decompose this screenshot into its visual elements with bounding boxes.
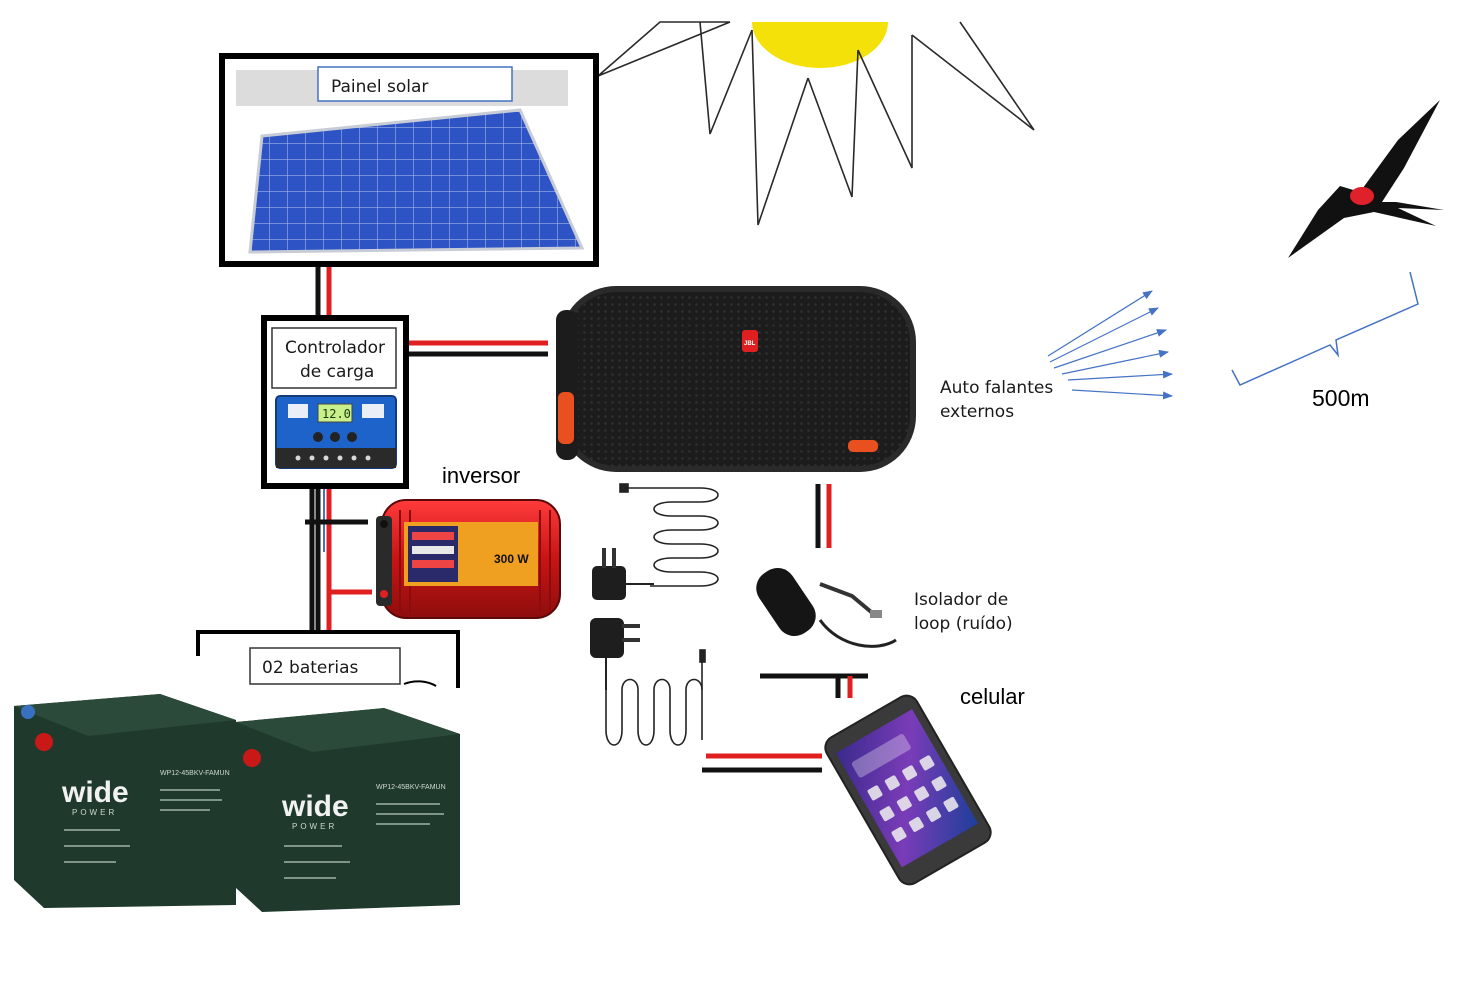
- solar-panel-label-box: [317, 66, 513, 102]
- power-adapter-1: [592, 548, 654, 600]
- loop-isolator: Isolador de loop (ruído): [756, 567, 1013, 648]
- charge-controller-display: 12.0: [322, 407, 351, 421]
- inverter-label: inversor: [442, 463, 520, 488]
- battery-1-brand: wide: [61, 776, 129, 809]
- speaker-brand: JBL: [744, 341, 756, 347]
- battery-2-brand: wide: [281, 790, 349, 823]
- cellphone-label: celular: [960, 684, 1025, 709]
- speakers-label: Auto falantes externos: [940, 378, 1053, 422]
- power-adapter-2: [590, 618, 640, 690]
- aux-cable: [619, 483, 719, 587]
- batteries: 02 baterias wide POWER WP12-45BKV-FAMUN …: [14, 630, 460, 912]
- batteries-label: 02 baterias: [262, 658, 358, 678]
- distance-brace: [1231, 271, 1419, 386]
- battery-1: wide POWER WP12-45BKV-FAMUN: [14, 694, 236, 908]
- charge-controller: Controlador de carga 12.0: [261, 315, 409, 489]
- inverter-device: 300 W: [376, 499, 561, 619]
- sun-rays: [597, 21, 1035, 226]
- inverter-rating: 300 W: [494, 552, 529, 566]
- speakers-label-line2: externos: [940, 402, 1014, 422]
- distance-indicator: 500m: [1231, 271, 1419, 411]
- sun-disc: [752, 22, 888, 68]
- inverter: inversor 300 W: [376, 463, 561, 619]
- charge-controller-label-line2: de carga: [300, 362, 374, 382]
- battery-2-model: WP12-45BKV-FAMUN: [376, 784, 446, 791]
- loop-isolator-label-line2: loop (ruído): [914, 614, 1013, 634]
- solar-panel-label: Painel solar: [331, 77, 428, 97]
- speaker: JBL: [556, 286, 916, 472]
- charge-controller-device: 12.0: [275, 395, 397, 469]
- distance-label: 500m: [1312, 385, 1370, 411]
- battery-2: wide POWER WP12-45BKV-FAMUN: [236, 708, 460, 912]
- sun: [597, 21, 1035, 226]
- loop-isolator-label-line1: Isolador de: [914, 590, 1008, 610]
- speakers-label-line1: Auto falantes: [940, 378, 1053, 398]
- usb-cable: [605, 649, 706, 746]
- charge-controller-label-line1: Controlador: [285, 338, 385, 358]
- cellphone: celular: [824, 684, 1025, 886]
- frigatebird: [1288, 100, 1444, 258]
- wiring: [305, 266, 868, 773]
- battery-1-model: WP12-45BKV-FAMUN: [160, 770, 230, 777]
- charge-controller-label-box: [271, 327, 397, 389]
- solar-panel-cells: [248, 108, 585, 254]
- batteries-label-box: [249, 647, 401, 685]
- sound-wave-arrows: [1047, 290, 1173, 400]
- battery-2-brand-sub: POWER: [292, 822, 337, 831]
- battery-1-brand-sub: POWER: [72, 808, 117, 817]
- solar-panel: Painel solar: [219, 53, 599, 267]
